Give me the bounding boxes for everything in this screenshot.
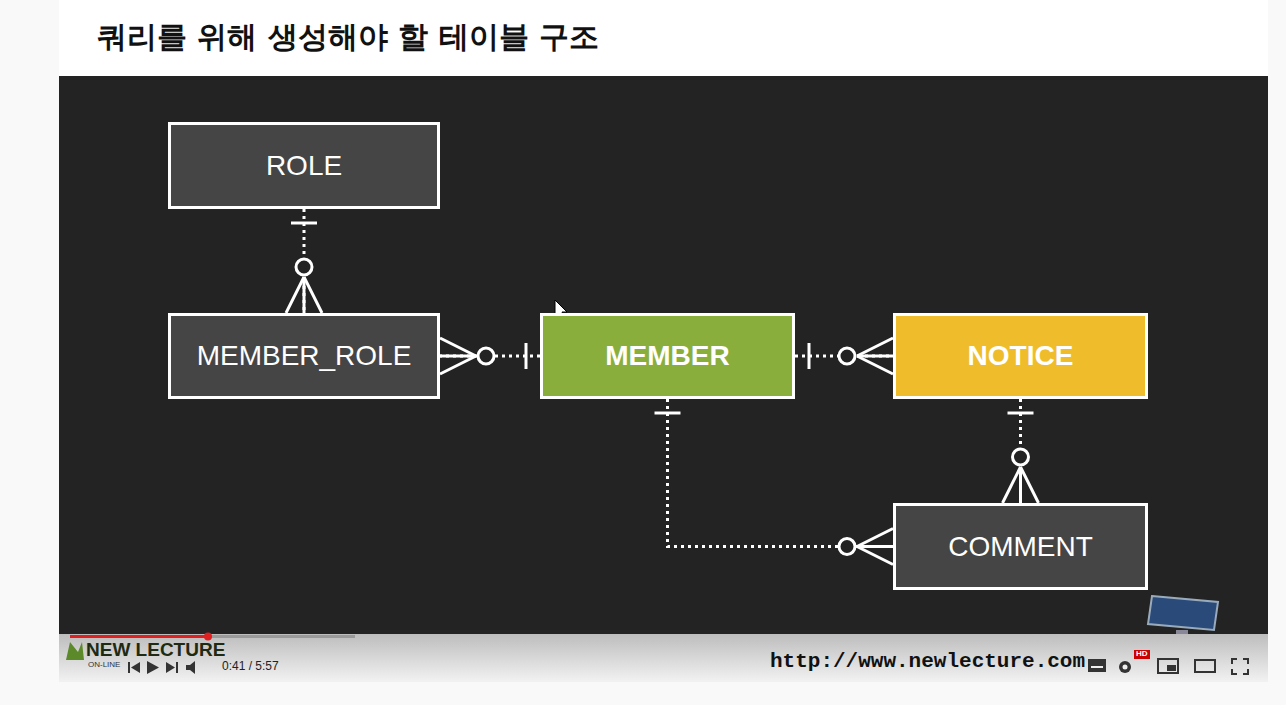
table-box: ROLE <box>168 122 440 209</box>
logo-text: NEW LECTURE <box>86 640 225 661</box>
title-text: 쿼리를 위해 생성해야 할 테이블 구조 <box>97 17 599 58</box>
table-name: ROLE <box>266 150 342 182</box>
url-text: http://www.newlecture.com <box>770 650 1085 673</box>
main-table-box: NOTICE <box>893 313 1148 399</box>
relationship-connector <box>1003 399 1039 503</box>
time-display: 0:41 / 5:57 <box>222 660 279 673</box>
table-box: MEMBER_ROLE <box>168 313 440 399</box>
logo-subtext: ON-LINE <box>88 661 120 670</box>
relationship-connector <box>655 399 894 565</box>
relationship-connector <box>440 338 540 374</box>
table-name: NOTICE <box>968 340 1074 372</box>
relationship-connector <box>795 338 893 374</box>
table-box: COMMENT <box>893 503 1148 590</box>
hd-badge: HD <box>1134 650 1150 659</box>
main-table-box: MEMBER <box>540 313 795 399</box>
table-name: COMMENT <box>948 531 1093 563</box>
relationship-connector <box>286 209 322 313</box>
table-name: MEMBER_ROLE <box>197 340 412 372</box>
relationship-line <box>668 399 894 547</box>
table-name: MEMBER <box>605 340 729 372</box>
